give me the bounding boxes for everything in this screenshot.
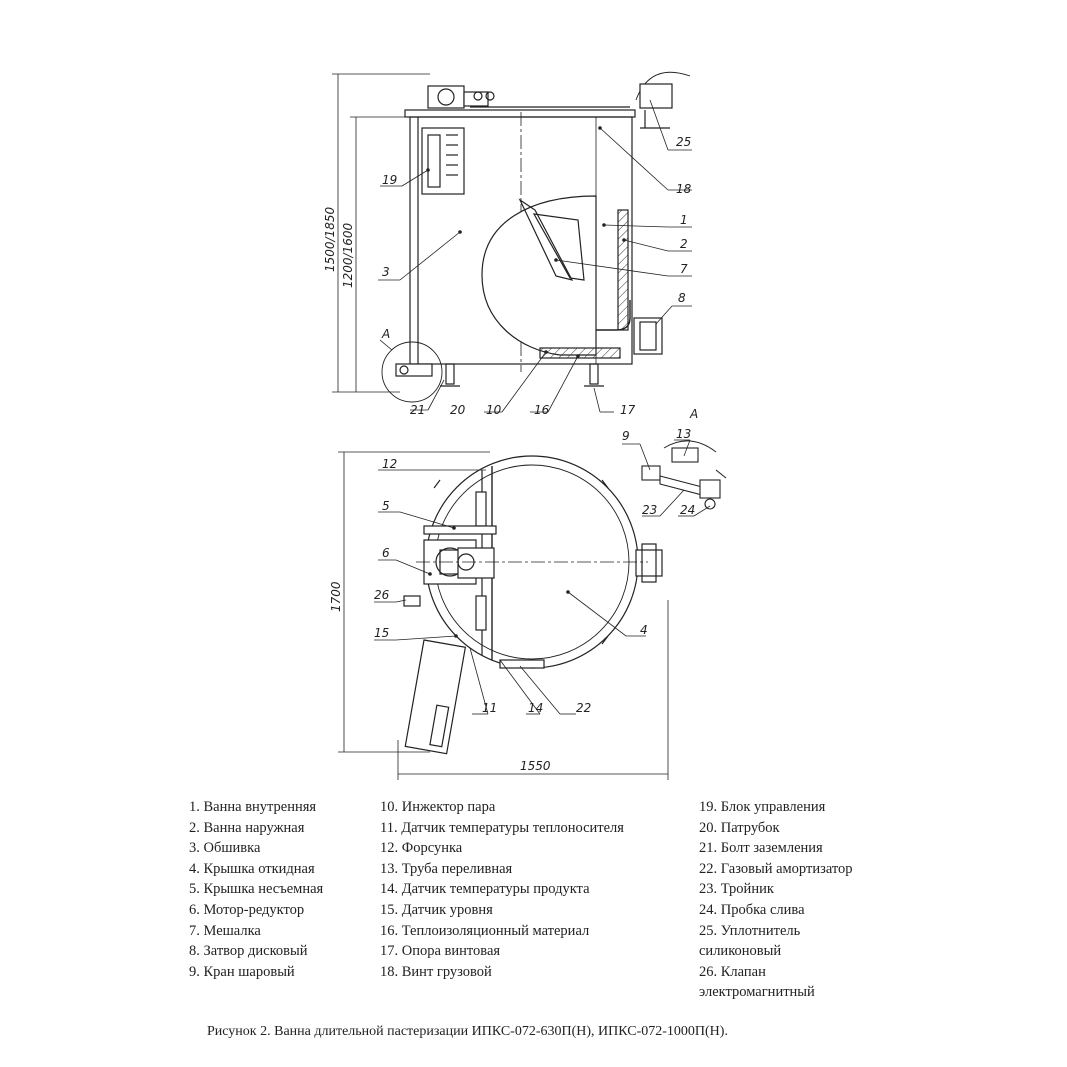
callout-19: 19	[382, 173, 397, 187]
legend-item: 22. Газовый амортизатор	[699, 860, 853, 877]
callout-26: 26	[374, 588, 390, 602]
callout-15: 15	[374, 626, 389, 640]
plan-leaders	[374, 469, 646, 715]
callout-17: 17	[620, 403, 636, 417]
plan-dimensions	[338, 451, 669, 780]
callout-24: 24	[680, 503, 695, 517]
legend-item: электромагнитный	[699, 984, 815, 1001]
callout-8: 8	[678, 291, 686, 305]
callout-5: 5	[382, 499, 390, 513]
dim-tank-height: 1200/1600	[341, 223, 355, 288]
dim-overall-height: 1500/1850	[323, 207, 337, 272]
legend-item: 16. Теплоизоляционный материал	[380, 922, 590, 939]
legend-item: силиконовый	[699, 943, 782, 960]
legend-item: 11. Датчик температуры теплоносителя	[380, 819, 624, 836]
stirrer	[518, 198, 574, 281]
callout-20: 20	[450, 403, 466, 417]
legend-item: 9. Кран шаровый	[189, 963, 295, 980]
side-dimensions	[332, 73, 430, 393]
inner-tank-cutaway	[481, 195, 597, 356]
legend-item: 17. Опора винтовая	[380, 943, 501, 960]
screw-foot-right	[589, 363, 599, 385]
legend-item: 7. Мешалка	[189, 922, 261, 939]
legend-item: 15. Датчик уровня	[380, 901, 493, 918]
callout-22: 22	[576, 701, 591, 715]
side-view	[381, 71, 691, 403]
legend-column-3: 19. Блок управления 20. Патрубок 21. Бол…	[699, 797, 853, 1003]
callout-23: 23	[642, 503, 657, 517]
callout-9: 9	[622, 429, 630, 443]
legend-item: 24. Пробка слива	[699, 901, 805, 918]
legend-item: 12. Форсунка	[380, 840, 463, 857]
callout-13: 13	[676, 427, 691, 441]
callout-10: 10	[486, 403, 502, 417]
legend-item: 4. Крышка откидная	[189, 860, 315, 877]
legend-item: 1. Ванна внутренняя	[189, 799, 317, 815]
legend-item: 13. Труба переливная	[380, 860, 513, 877]
legend-item: 23. Тройник	[699, 881, 774, 898]
technical-drawing: 1500/1850 1200/1600 19 3 1 2 7 18 8 25 A…	[323, 71, 727, 780]
dim-plan-width: 1550	[520, 759, 551, 773]
legend-item: 25. Уплотнитель	[699, 922, 801, 939]
figure-caption: Рисунок 2. Ванна длительной пастеризации…	[207, 1024, 728, 1039]
legend-item: 3. Обшивка	[189, 840, 261, 857]
callout-25: 25	[676, 135, 691, 149]
legend-item: 20. Патрубок	[699, 819, 780, 836]
legend-item: 2. Ванна наружная	[189, 819, 305, 836]
callout-3: 3	[382, 265, 390, 279]
callout-6: 6	[382, 546, 390, 560]
callout-1: 1	[680, 213, 688, 227]
detail-a-circle	[381, 341, 443, 403]
callout-7: 7	[680, 262, 688, 276]
legend-item: 5. Крышка несъемная	[189, 881, 324, 898]
callout-12: 12	[382, 457, 397, 471]
legend-item: 14. Датчик температуры продукта	[380, 881, 590, 898]
legend-column-1: 1. Ванна внутренняя 2. Ванна наружная 3.…	[189, 797, 323, 982]
legend-item: 21. Болт заземления	[699, 840, 823, 857]
callout-16: 16	[534, 403, 550, 417]
legend-item: 26. Клапан	[699, 963, 766, 980]
plan-view	[403, 455, 663, 755]
legend-item: 18. Винт грузовой	[380, 963, 492, 980]
detail-a-view	[641, 440, 727, 510]
callout-11: 11	[482, 701, 497, 715]
callout-detail-a: A	[381, 327, 390, 341]
legend-item: 8. Затвор дисковый	[189, 943, 308, 960]
legend-column-2: 10. Инжектор пара 11. Датчик температуры…	[380, 797, 624, 982]
callout-detail-a-title: A	[689, 407, 698, 421]
callout-2: 2	[680, 237, 688, 251]
legend-item: 6. Мотор-редуктор	[189, 901, 305, 918]
legend-item: 10. Инжектор пара	[380, 799, 496, 815]
callout-14: 14	[528, 701, 543, 715]
callout-18: 18	[676, 182, 692, 196]
lid-rim	[404, 109, 636, 118]
legend-item: 19. Блок управления	[699, 799, 826, 815]
dim-plan-depth: 1700	[329, 581, 343, 612]
plan-valve	[635, 549, 663, 577]
callout-4: 4	[640, 623, 648, 637]
disc-valve	[633, 317, 663, 355]
callout-21: 21	[410, 403, 425, 417]
screw-foot-left	[445, 363, 455, 385]
side-leaders	[378, 99, 692, 413]
control-box-plan	[404, 639, 467, 755]
control-box	[421, 127, 465, 195]
